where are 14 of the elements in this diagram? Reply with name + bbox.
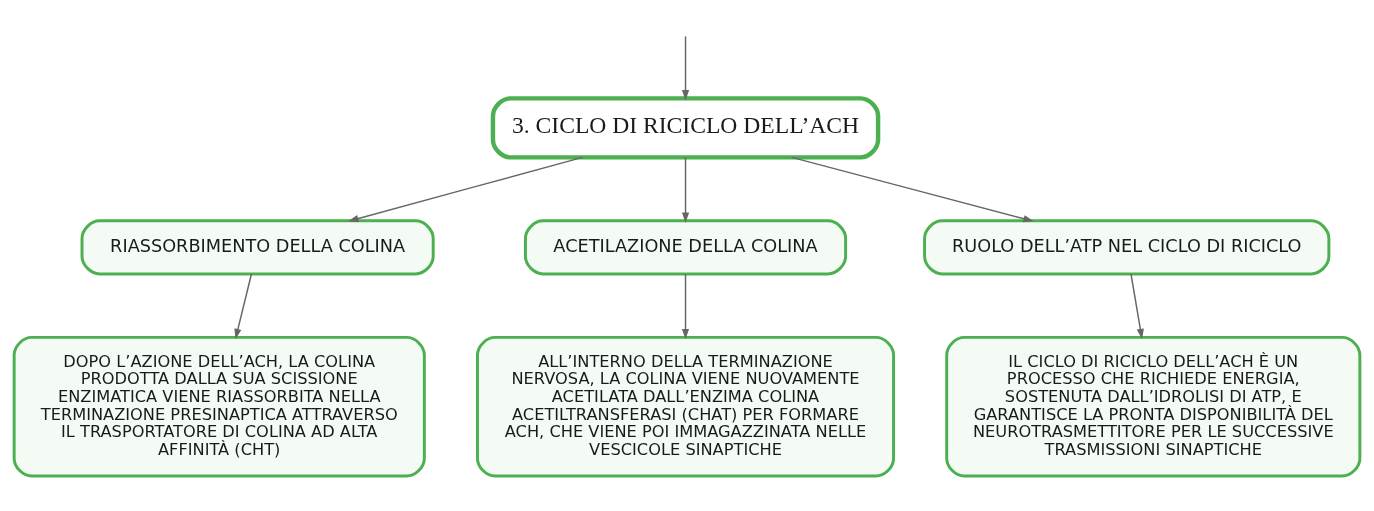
node-box: 3. CICLO DI RICICLO DELL’ACH (490, 96, 881, 160)
node-box: ACETILAZIONE DELLA COLINA (523, 219, 848, 276)
node-box: RUOLO DELL’ATP NEL CICLO DI RICICLO (923, 219, 1331, 276)
arrow (681, 156, 690, 223)
arrow (1130, 273, 1144, 340)
arrow (234, 273, 253, 340)
node-box: RIASSORBIMENTO DELLA COLINA (80, 219, 435, 276)
arrow (791, 156, 1034, 223)
node-box: IL CICLO DI RICICLO DELL’ACH È UN PROCESSO CHE RICHIEDE ENERGIA, SOSTENUTA DALL’IDROLISI DI ATP, E GARANTISCE LA PRONTA DISPONIBILITÀ DEL NEUROTRASMETTITORE PER LE SUCCESSIVE TRASMISSIONI SINAPTICHE (945, 335, 1362, 478)
node-box: DOPO L’AZIONE DELL’ACH, LA COLINA PRODOTTA DALLA SUA SCISSIONE ENZIMATICA VIENE RIASSORBITA NELLA TERMINAZIONE PRESINAPTICA ATTRAVERSO IL TRASPORTATORE DI COLINA AD ALTA AFFINITÀ (CHT) (12, 335, 426, 478)
arrow (681, 273, 690, 340)
node-box: ALL’INTERNO DELLA TERMINAZIONE NERVOSA, LA COLINA VIENE NUOVAMENTE ACETILATA DALL’ENZIMA COLINA ACETILTRANSFERASI (CHAT) PER FORMARE ACH, CHE VIENE POI IMMAGAZZINATA NELLE VESCICOLE SINAPTICHE (476, 335, 896, 478)
arrow (681, 35, 690, 101)
arrow (348, 156, 584, 223)
